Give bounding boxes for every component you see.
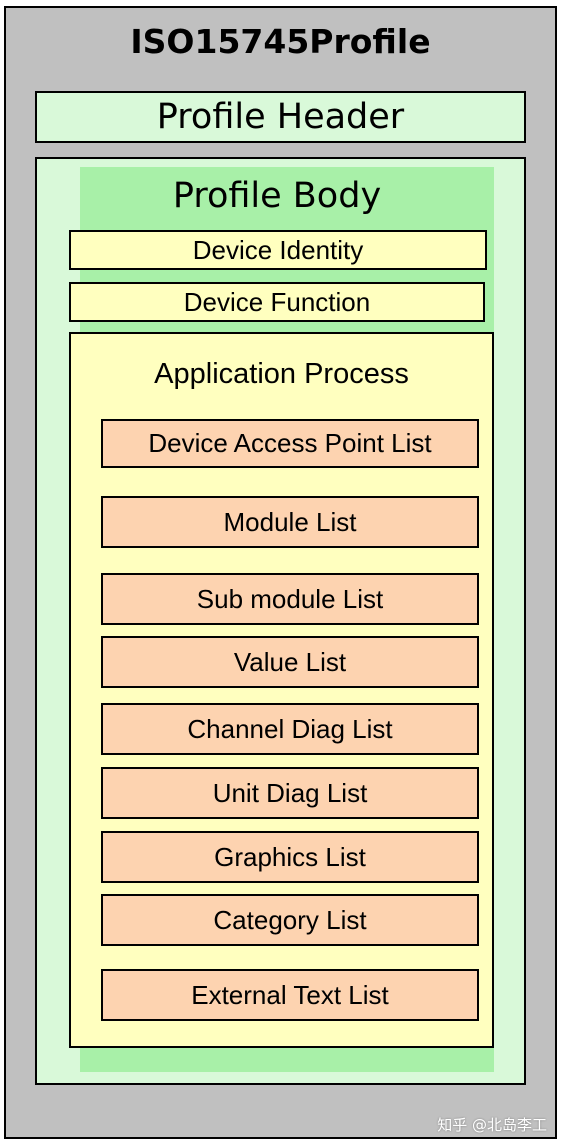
profile-header-box: Profile Header: [35, 91, 526, 143]
list-box-sub-module: Sub module List: [101, 573, 479, 625]
list-box-unit-diag: Unit Diag List: [101, 767, 479, 819]
device-function-box: Device Function: [69, 282, 485, 322]
list-box-external-text: External Text List: [101, 969, 479, 1021]
device-identity-box: Device Identity: [69, 230, 487, 270]
diagram-title: ISO15745Profile: [130, 22, 431, 61]
list-box-module: Module List: [101, 496, 479, 548]
application-process-title: Application Process: [154, 358, 409, 390]
list-box-category: Category List: [101, 894, 479, 946]
profile-body-title: Profile Body: [172, 176, 382, 216]
watermark-text: 知乎 @北岛李工: [437, 1116, 547, 1134]
list-box-device-access-point: Device Access Point List: [101, 419, 479, 468]
list-box-graphics: Graphics List: [101, 831, 479, 883]
list-box-value: Value List: [101, 636, 479, 688]
list-box-channel-diag: Channel Diag List: [101, 703, 479, 755]
